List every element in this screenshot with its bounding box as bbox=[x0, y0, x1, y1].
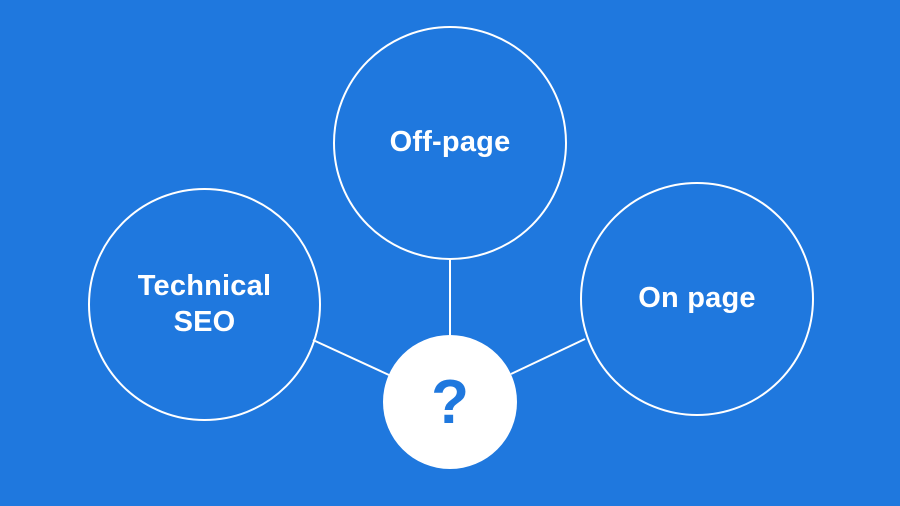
edge-technical-seo bbox=[312, 339, 390, 376]
node-label-line-1: Technical bbox=[137, 270, 272, 303]
node-label: On page bbox=[638, 282, 756, 315]
node-label: Off-page bbox=[389, 126, 511, 159]
question-mark-icon: ? bbox=[431, 367, 469, 437]
center-hub: ? bbox=[383, 335, 517, 469]
node-off-page: Off-page bbox=[333, 26, 567, 260]
node-technical-seo: Technical SEO bbox=[88, 188, 321, 421]
node-on-page: On page bbox=[580, 182, 814, 416]
edge-on-page bbox=[510, 338, 586, 375]
node-label-line-2: SEO bbox=[173, 305, 236, 338]
